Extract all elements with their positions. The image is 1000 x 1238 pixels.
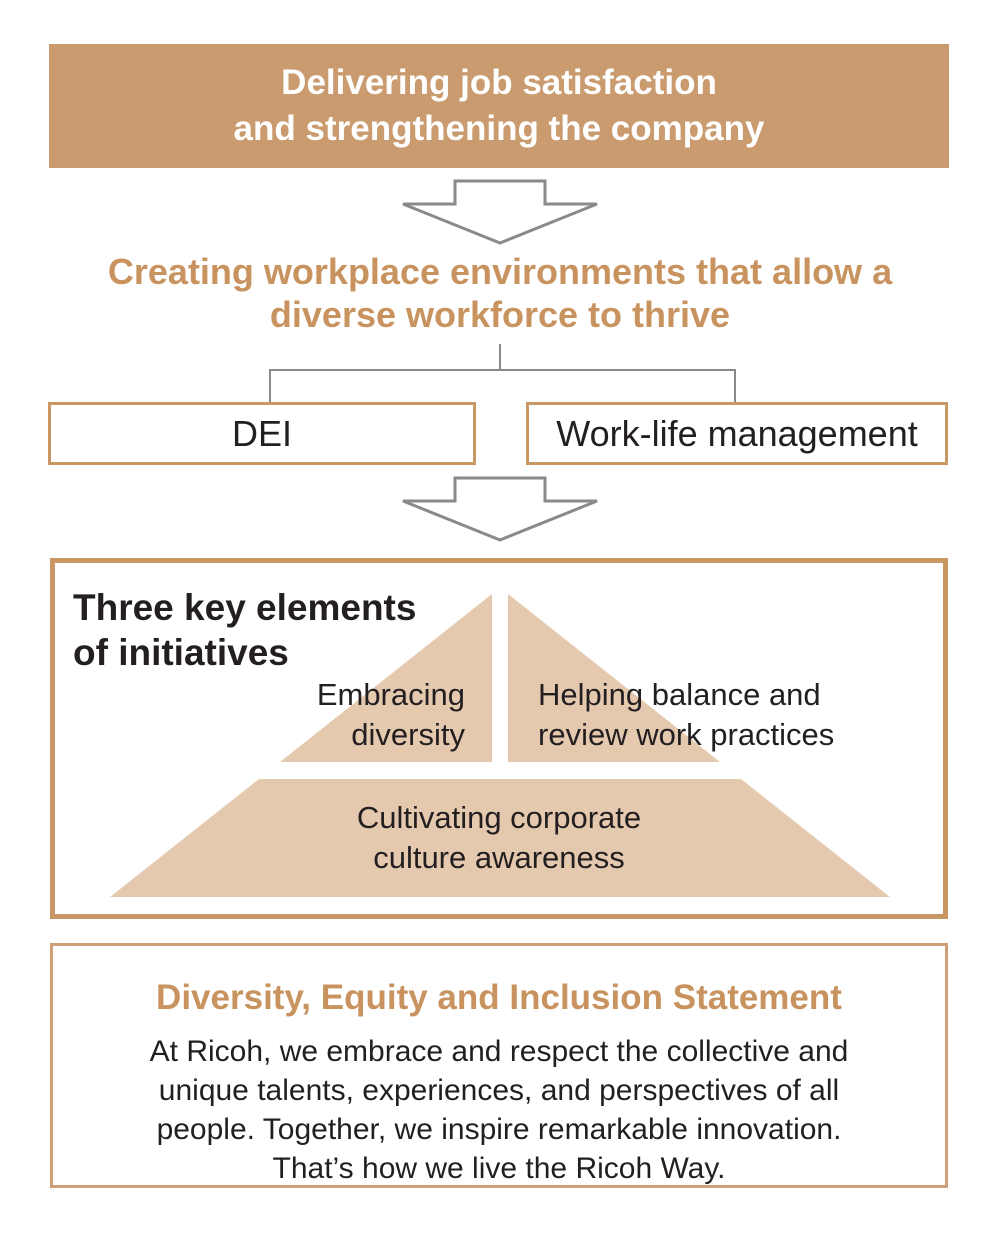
key-elements-title-line2: of initiatives (73, 632, 289, 673)
top-banner-line1: Delivering job satisfaction (281, 63, 717, 102)
branch-box-work-life-management-label: Work-life management (556, 412, 918, 454)
key-element-embracing-diversity: Embracing diversity (317, 675, 465, 755)
triangle-right (508, 594, 720, 762)
helping-line2: review work practices (538, 717, 835, 752)
goal-heading-line1: Creating workplace environments that all… (107, 251, 893, 292)
down-arrow-icon (402, 179, 598, 245)
key-elements-panel: Three key elements of initiatives Embrac… (50, 558, 948, 919)
dei-statement-panel: Diversity, Equity and Inclusion Statemen… (50, 943, 948, 1188)
embracing-line2: diversity (351, 717, 465, 752)
key-elements-title: Three key elements of initiatives (73, 585, 416, 675)
top-banner-line2: and strengthening the company (233, 109, 765, 148)
key-element-cultivating-culture: Cultivating corporate culture awareness (55, 798, 943, 878)
statement-body-line2: unique talents, experiences, and perspec… (158, 1074, 840, 1107)
branch-box-dei: DEI (48, 402, 476, 465)
down-arrow-icon (402, 476, 598, 542)
helping-line1: Helping balance and (538, 677, 821, 712)
statement-body-line3: people. Together, we inspire remarkable … (156, 1113, 842, 1146)
triangle-left (280, 594, 492, 762)
cultivating-line2: culture awareness (373, 840, 625, 875)
statement-body-line1: At Ricoh, we embrace and respect the col… (149, 1035, 849, 1068)
branch-box-dei-label: DEI (231, 412, 292, 454)
key-elements-title-line1: Three key elements (73, 587, 417, 628)
top-banner: Delivering job satisfaction and strength… (49, 44, 949, 168)
pyramid-triangles (110, 594, 890, 897)
goal-heading-line2: diverse workforce to thrive (269, 294, 731, 335)
branch-box-work-life-management: Work-life management (526, 402, 948, 465)
dei-statement-title: Diversity, Equity and Inclusion Statemen… (156, 978, 842, 1017)
dei-statement-body: At Ricoh, we embrace and respect the col… (53, 1032, 945, 1188)
statement-body-line4: That’s how we live the Ricoh Way. (272, 1152, 726, 1185)
key-element-helping-balance: Helping balance and review work practice… (538, 675, 834, 755)
goal-heading: Creating workplace environments that all… (0, 250, 1000, 336)
triangle-base-trapezoid (110, 779, 890, 897)
embracing-line1: Embracing (316, 677, 465, 712)
cultivating-line1: Cultivating corporate (356, 800, 642, 835)
